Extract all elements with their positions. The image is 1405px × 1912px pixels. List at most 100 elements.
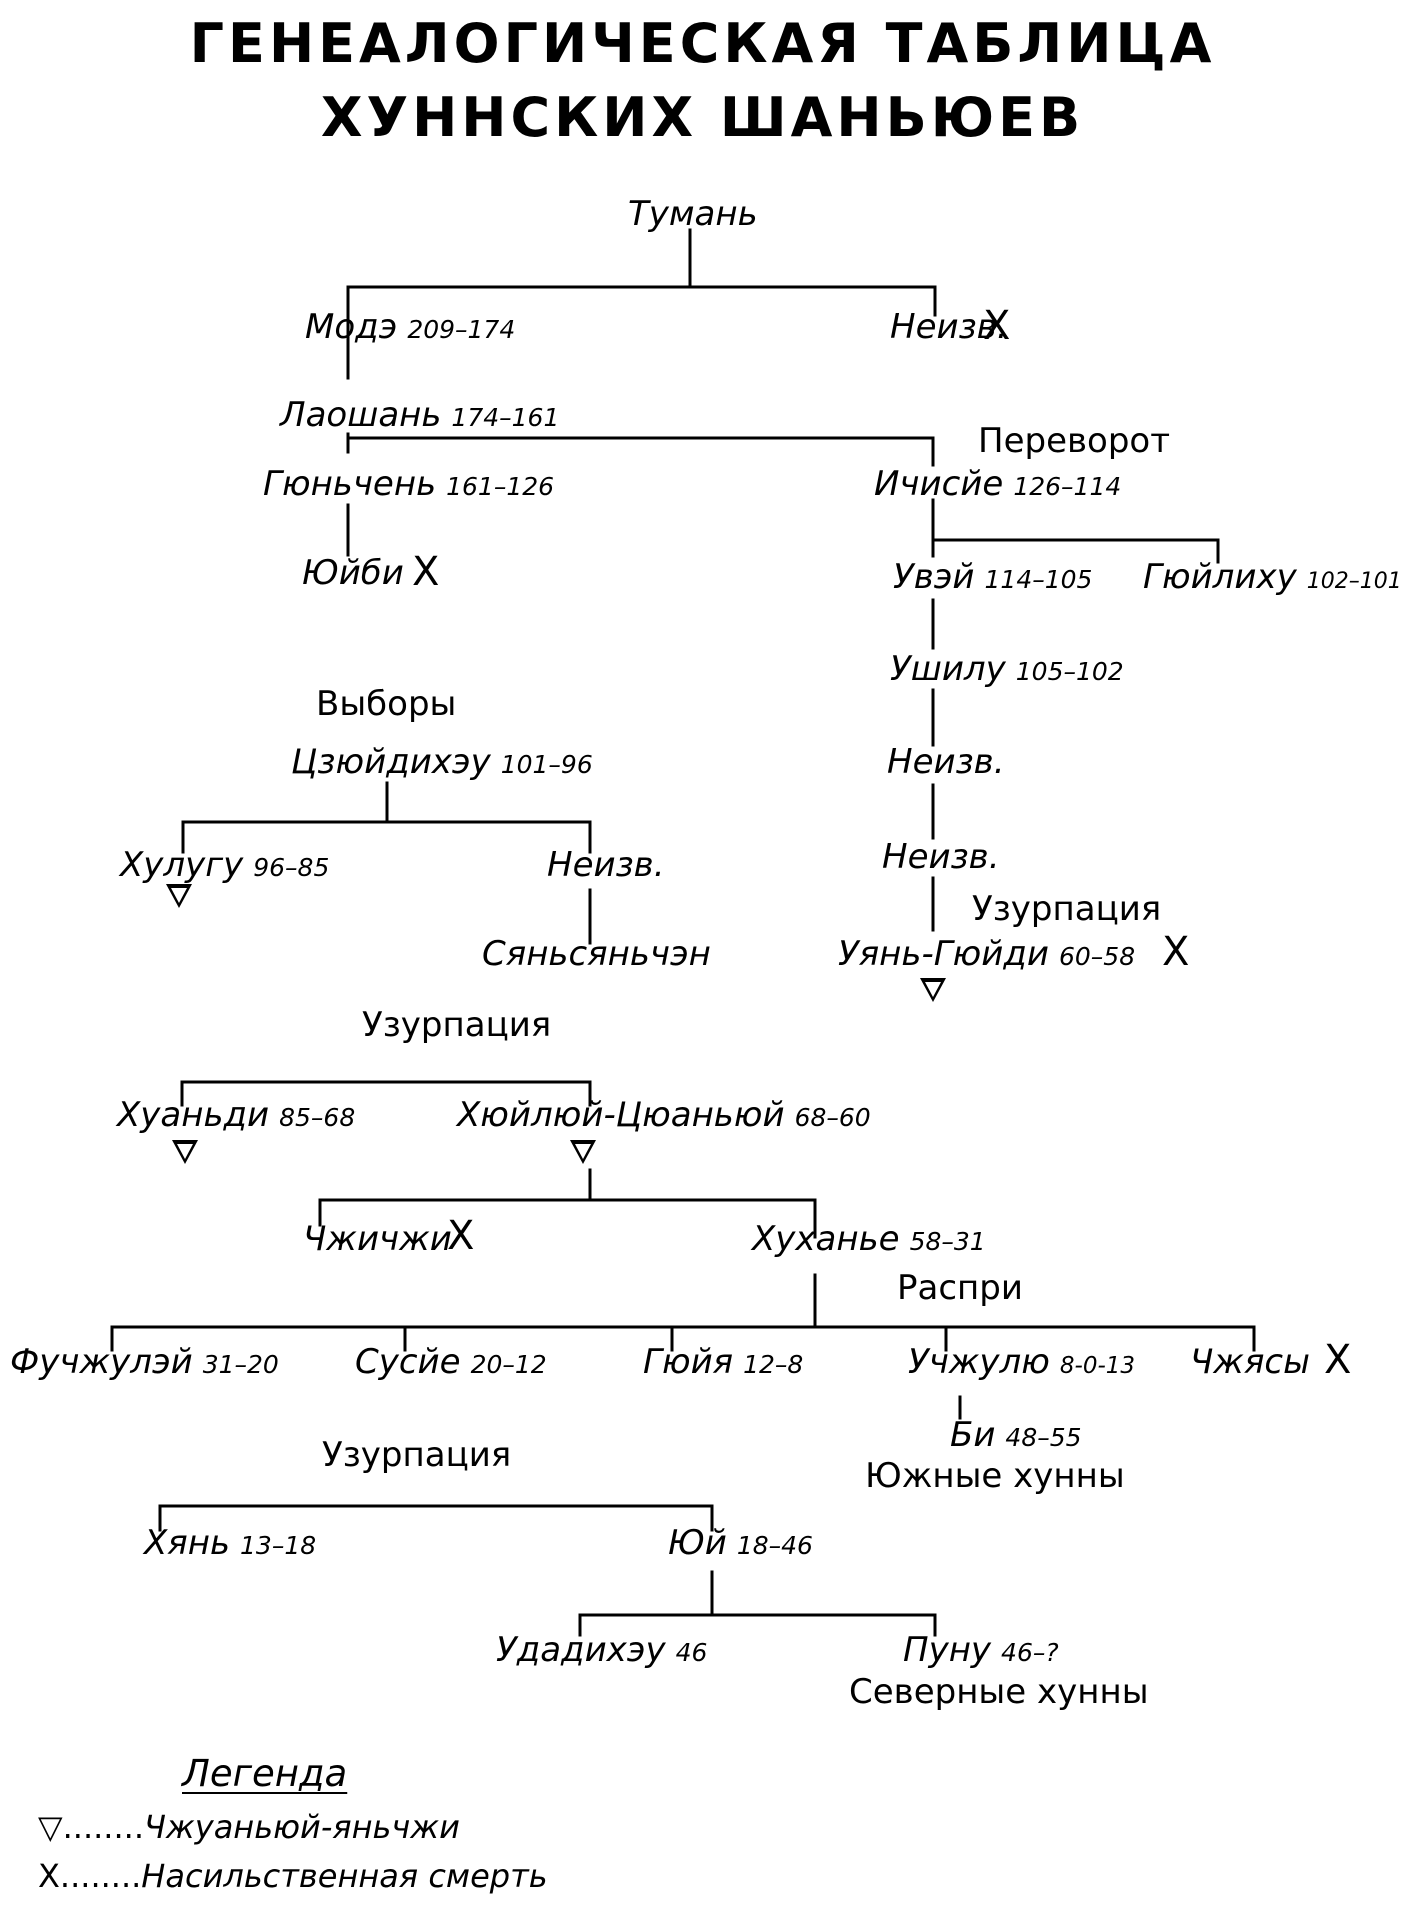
node-mode-name: Модэ [305,307,398,347]
event-uzurpatsiya-1: Узурпация [972,889,1162,929]
chzhuanyui-yanchzhi-mark [570,1140,596,1164]
node-yui-name: Юй [668,1523,727,1563]
node-yangyuidi-dates: 60–58 [1058,942,1136,971]
node-laoshan-name: Лаошань [280,395,442,435]
node-tszyuidihezu-name: Цзюйдихэу [291,742,491,782]
node-yuibi: Юйби [302,556,404,590]
node-chzhichzhi: Чжичжи [303,1222,452,1256]
node-mode: Модэ 209–174 [305,310,515,344]
cross-icon: X [38,1857,60,1895]
node-hyan: Хянь 13–18 [144,1526,316,1560]
node-hulugu-name: Хулугу [120,845,244,885]
violent-death-mark: X [412,549,440,595]
node-bi: Би 48–55 [950,1418,1082,1452]
chzhuanyui-yanchzhi-mark [172,1140,198,1164]
node-hyan-dates: 13–18 [240,1531,317,1560]
node-yui-dates: 18–46 [736,1531,813,1560]
node-neizv-3-name: Неизв. [882,837,1000,877]
node-gyunchen-name: Гюньчень [263,464,437,504]
legend-dots: ........ [62,1808,144,1846]
node-bi-name: Би [950,1415,996,1455]
event-southern-xiongnu: Южные хунны [865,1456,1125,1496]
node-uchzhulyu-dates: 8-0-13 [1059,1353,1136,1379]
legend-row-cross: X........Насильственная смерть [38,1857,548,1895]
node-ushilu-dates: 105–102 [1015,657,1124,686]
event-perevorot: Переворот [978,421,1171,461]
node-uvei-dates: 114–105 [984,565,1093,594]
node-ushilu-name: Ушилу [890,649,1006,689]
node-yangyuidi: Уянь-Гюйди 60–58 [838,937,1135,971]
node-gyuilihu-dates: 102–101 [1306,569,1402,594]
node-hulugu-dates: 96–85 [253,853,330,882]
node-syansyanchen-name: Сяньсяньчэн [482,934,711,974]
node-ichisie-name: Ичисйе [874,464,1004,504]
triangle-icon: ▽ [38,1808,63,1846]
node-tszyuidihezu-dates: 101–96 [500,750,593,779]
event-raspri: Распри [897,1268,1023,1308]
node-laoshan-dates: 174–161 [451,403,560,432]
node-yangyuidi-name: Уянь-Гюйди [838,934,1049,974]
node-susie: Сусйе 20–12 [355,1345,547,1379]
node-neizv-2: Неизв. [887,745,1005,779]
node-neizv-1: Неизв. [890,310,1008,344]
node-neizv-2-name: Неизв. [887,742,1005,782]
node-huandi-dates: 85–68 [279,1103,356,1132]
node-huandi: Хуаньди 85–68 [117,1098,355,1132]
legend-title: Легенда [182,1752,348,1795]
violent-death-mark: X [1162,929,1190,975]
node-susie-dates: 20–12 [470,1350,547,1379]
violent-death-mark: X [1324,1337,1352,1383]
node-hulugu: Хулугу 96–85 [120,848,329,882]
violent-death-mark: X [983,303,1011,349]
node-neizv-4: Неизв. [547,848,665,882]
event-northern-xiongnu: Северные хунны [849,1672,1149,1712]
node-ichisie-dates: 126–114 [1013,472,1122,501]
event-uzurpatsiya-2: Узурпация [362,1005,552,1045]
node-huhanye-dates: 58–31 [909,1227,986,1256]
node-tuman: Тумань [628,197,758,231]
legend-row-triangle: ▽........Чжуаньюй-яньчжи [38,1808,460,1846]
node-neizv-4-name: Неизв. [547,845,665,885]
chzhuanyui-yanchzhi-mark [920,978,946,1002]
node-gyunchen: Гюньчень 161–126 [263,467,554,501]
legend-label-triangle: Чжуаньюй-яньчжи [143,1808,460,1846]
node-neizv-1-name: Неизв. [890,307,1008,347]
node-fuchzhulei-dates: 31–20 [202,1350,279,1379]
node-tszyuidihezu: Цзюйдихэу 101–96 [291,745,593,779]
event-vybory: Выборы [316,684,457,724]
node-uvei: Увэй 114–105 [893,560,1092,594]
node-gyunchen-dates: 161–126 [446,472,555,501]
node-punu-name: Пуну [903,1630,992,1670]
node-gyuya-dates: 12–8 [743,1350,804,1379]
node-neizv-3: Неизв. [882,840,1000,874]
event-uzurpatsiya-3: Узурпация [322,1435,512,1475]
node-huhanye-name: Хуханье [752,1219,900,1259]
node-huandi-name: Хуаньди [117,1095,270,1135]
node-tuman-name: Тумань [628,194,758,234]
node-huhanye: Хуханье 58–31 [752,1222,986,1256]
node-uvei-name: Увэй [893,557,975,597]
node-susie-name: Сусйе [355,1342,461,1382]
node-chzhichzhi-name: Чжичжи [303,1219,452,1259]
node-mode-dates: 209–174 [407,315,516,344]
node-punu-dates: 46–? [1001,1638,1059,1667]
chzhuanyui-yanchzhi-mark [166,884,192,908]
node-syansyanchen: Сяньсяньчэн [482,937,711,971]
node-huilyui-name: Хюйлюй-Цюаньюй [457,1095,785,1135]
node-laoshan: Лаошань 174–161 [280,398,559,432]
node-punu: Пуну 46–? [903,1633,1059,1667]
violent-death-mark: X [447,1213,475,1259]
node-uchzhulyu-name: Учжулю [908,1342,1050,1382]
node-hyan-name: Хянь [144,1523,231,1563]
legend-label-cross: Насильственная смерть [141,1857,548,1895]
node-ichisie: Ичисйе 126–114 [874,467,1121,501]
node-uchzhulyu: Учжулю 8-0-13 [908,1345,1135,1379]
chart-title-line-1: ГЕНЕАЛОГИЧЕСКАЯ ТАБЛИЦА [189,12,1216,75]
node-bi-dates: 48–55 [1005,1423,1082,1452]
legend-dots: ........ [59,1857,142,1895]
